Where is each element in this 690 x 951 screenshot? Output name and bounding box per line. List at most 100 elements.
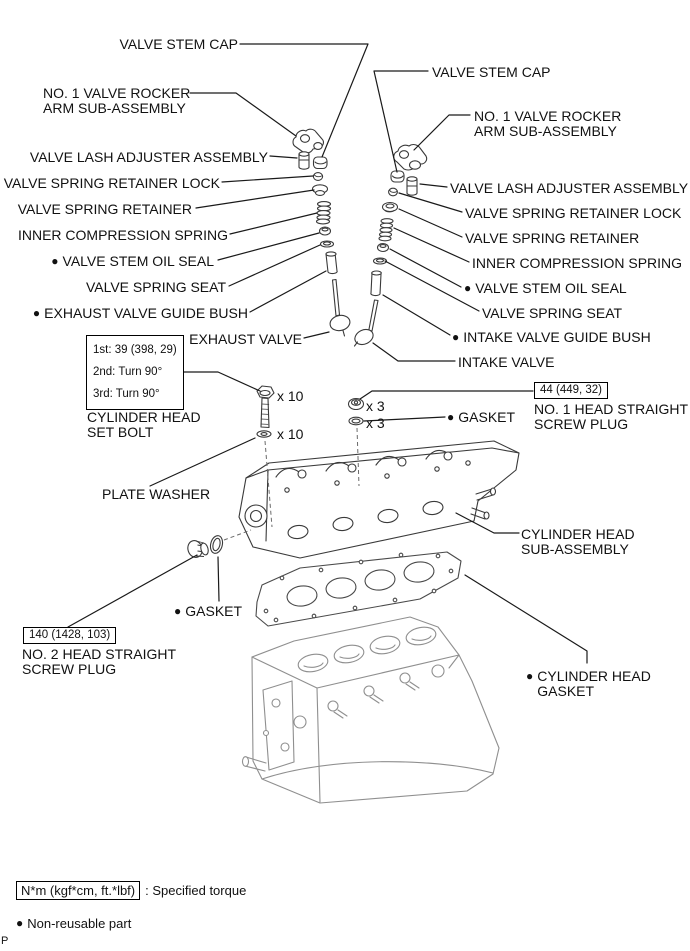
label-spring-intake: INNER COMPRESSION SPRING <box>472 255 683 271</box>
torque-step-2: 2nd: Turn 90° <box>93 366 163 378</box>
label-spring-exhaust: INNER COMPRESSION SPRING <box>17 227 228 243</box>
screw-plug-count: x 3 <box>366 398 385 414</box>
head-gasket-drawing <box>255 551 462 627</box>
inner-spring-left <box>315 201 332 225</box>
label-lash-adjuster-exhaust: VALVE LASH ADJUSTER ASSEMBLY <box>29 149 268 165</box>
label-oil-seal-exhaust: ● VALVE STEM OIL SEAL <box>51 253 214 269</box>
leader-retainer-lock-right <box>398 192 463 213</box>
non-reusable-icon: ● <box>32 306 41 320</box>
leader-retainer-lock-left <box>221 175 314 183</box>
leader-no2-plug-box <box>67 554 198 628</box>
leader-oil-seal-right <box>389 248 462 288</box>
leader-lash-adjuster-left <box>269 155 298 159</box>
leader-intake-valve <box>372 342 456 362</box>
label-retainer-intake: VALVE SPRING RETAINER <box>465 230 640 246</box>
no2-plug-torque-spec: 140 (1428, 103) <box>23 627 117 644</box>
intake-valve-train-drawing <box>353 143 428 347</box>
torque-unit-box: N*m (kgf*cm, ft.*lbf) <box>16 881 141 900</box>
leader-retainer-right <box>398 208 463 238</box>
torque-step-3: 3rd: Turn 90° <box>93 388 160 400</box>
leader-rocker-left <box>189 92 297 137</box>
label-rocker-arm-exhaust: NO. 1 VALVE ROCKER ARM SUB-ASSEMBLY <box>43 85 191 116</box>
leader-retainer-left <box>195 189 315 209</box>
page-corner-letter: P <box>1 935 9 947</box>
torque-step-1: 1st: 39 (398, 29) <box>93 344 177 356</box>
leader-lash-adjuster-right <box>419 183 448 188</box>
exhaust-valve-part <box>331 278 341 317</box>
exhaust-valve-train-drawing <box>292 128 351 337</box>
label-guide-bush-exhaust: ● EXHAUST VALVE GUIDE BUSH <box>32 305 248 321</box>
label-retainer-lock-exhaust: VALVE SPRING RETAINER LOCK <box>3 175 220 191</box>
valve-stem-cap-left <box>312 156 328 170</box>
inner-spring-right <box>378 218 394 242</box>
head-bolt-torque-spec: 1st: 39 (398, 29) 2nd: Turn 90° 3rd: Tur… <box>86 335 184 410</box>
label-valve-stem-cap-exhaust: VALVE STEM CAP <box>119 36 238 52</box>
label-plate-washer: PLATE WASHER <box>102 486 211 502</box>
no2-screw-plug-drawing <box>187 535 224 558</box>
label-rocker-arm-intake: NO. 1 VALVE ROCKER ARM SUB-ASSEMBLY <box>474 108 622 139</box>
non-reusable-icon: ● <box>16 916 24 930</box>
label-cylinder-head: CYLINDER HEAD SUB-ASSEMBLY <box>521 526 635 557</box>
non-reusable-icon: ● <box>51 254 59 268</box>
leader-rocker-right <box>413 114 471 151</box>
label-gasket-right: ● GASKET <box>447 409 516 425</box>
leader-spring-seat-right <box>384 260 480 312</box>
leader-plate-washer <box>149 437 256 487</box>
valve-stem-cap-right <box>390 170 405 183</box>
leader-spring-right <box>393 227 470 263</box>
cylinder-head-drawing <box>238 440 520 559</box>
label-no1-screw-plug: NO. 1 HEAD STRAIGHT SCREW PLUG <box>534 401 689 432</box>
head-bolt-count: x 10 <box>277 388 304 404</box>
leader-gasket-left <box>217 556 220 602</box>
label-retainer-lock-intake: VALVE SPRING RETAINER LOCK <box>465 205 682 221</box>
leader-valve-stem-cap-left <box>239 43 369 158</box>
leader-bolt-torque-box <box>177 371 261 392</box>
assembly-dashed-lines <box>223 427 360 541</box>
label-lash-adjuster-intake: VALVE LASH ADJUSTER ASSEMBLY <box>450 180 689 196</box>
leader-spring-left <box>229 212 318 235</box>
leader-cylinder-head <box>455 512 520 534</box>
label-oil-seal-intake: ● VALVE STEM OIL SEAL <box>464 280 627 296</box>
leader-lines <box>67 43 588 664</box>
non-reusable-icon: ● <box>526 669 534 683</box>
engine-block-drawing <box>241 616 500 804</box>
plate-washer-count: x 10 <box>277 426 304 442</box>
label-head-set-bolt: CYLINDER HEAD SET BOLT <box>87 409 201 440</box>
no1-plug-torque-spec: 44 (449, 32) <box>534 382 609 399</box>
non-reusable-icon: ● <box>464 281 472 295</box>
no1-screw-plug-drawing <box>347 397 365 426</box>
guide-bush-left <box>325 252 338 275</box>
plug-gasket-count: x 3 <box>366 415 385 431</box>
leader-exhaust-valve <box>303 331 330 339</box>
label-cylinder-head-gasket: ● CYLINDER HEAD GASKET <box>526 668 651 699</box>
head-bolt-drawing <box>256 385 275 438</box>
label-no2-screw-plug: NO. 2 HEAD STRAIGHT SCREW PLUG <box>22 646 177 677</box>
leader-head-gasket <box>464 574 588 664</box>
lash-adjuster-left <box>298 151 310 157</box>
label-spring-seat-exhaust: VALVE SPRING SEAT <box>85 279 226 295</box>
lash-adjuster-right <box>406 176 418 182</box>
non-reusable-legend: ● Non-reusable part <box>16 915 131 932</box>
intake-valve-part <box>368 299 379 332</box>
label-gasket-left: ● GASKET <box>174 603 243 619</box>
label-retainer-exhaust: VALVE SPRING RETAINER <box>17 201 192 217</box>
label-valve-stem-cap-intake: VALVE STEM CAP <box>432 64 551 80</box>
label-spring-seat-intake: VALVE SPRING SEAT <box>482 305 623 321</box>
torque-unit-note: : Specified torque <box>145 883 247 898</box>
leader-oil-seal-left <box>217 232 320 261</box>
leader-valve-stem-cap-right <box>373 70 429 173</box>
label-intake-valve: INTAKE VALVE <box>458 354 555 370</box>
leader-no1-plug-box <box>359 390 534 400</box>
torque-legend: N*m (kgf*cm, ft.*lbf) : Specified torque <box>16 881 246 900</box>
guide-bush-right <box>370 272 382 297</box>
non-reusable-icon: ● <box>174 604 182 618</box>
non-reusable-icon: ● <box>447 410 455 424</box>
leader-guide-bush-left <box>249 270 327 313</box>
leader-gasket-right <box>363 416 446 422</box>
non-reusable-note: Non-reusable part <box>27 916 132 931</box>
label-exhaust-valve: EXHAUST VALVE <box>189 331 302 347</box>
non-reusable-icon: ● <box>452 330 460 344</box>
leader-spring-seat-left <box>228 244 321 287</box>
